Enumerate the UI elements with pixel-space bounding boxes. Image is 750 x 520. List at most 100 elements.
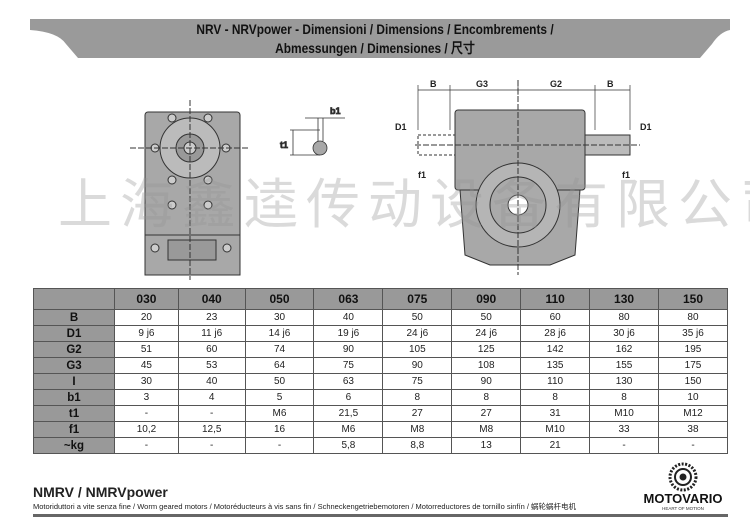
- table-cell: 30: [244, 309, 315, 326]
- table-cell: 45: [114, 357, 179, 374]
- table-cell: 60: [520, 309, 591, 326]
- table-cell: -: [177, 437, 246, 454]
- label-t1: t1: [280, 140, 288, 150]
- table-cell: 16: [244, 421, 315, 438]
- table-cell: 27: [451, 405, 522, 422]
- table-cell: 155: [589, 357, 659, 374]
- label-D1-right: D1: [640, 122, 652, 132]
- table-cell: 125: [451, 341, 522, 358]
- table-cell: 20: [114, 309, 179, 326]
- column-header: 040: [177, 288, 246, 310]
- label-G2: G2: [550, 79, 562, 89]
- row-label: G3: [33, 357, 115, 374]
- table-cell: 63: [313, 373, 384, 390]
- row-label: D1: [33, 325, 115, 342]
- column-header: 130: [589, 288, 659, 310]
- table-cell: 13: [451, 437, 522, 454]
- table-cell: 27: [382, 405, 453, 422]
- label-G3: G3: [476, 79, 488, 89]
- label-D1-left: D1: [395, 122, 407, 132]
- table-cell: 28 j6: [520, 325, 591, 342]
- table-cell: 50: [244, 373, 315, 390]
- table-cell: 142: [520, 341, 591, 358]
- table-cell: M6: [244, 405, 315, 422]
- table-cell: 75: [313, 357, 384, 374]
- table-cell: 195: [657, 341, 729, 358]
- corner-cell: [33, 288, 115, 310]
- table-cell: M8: [451, 421, 522, 438]
- column-header: 063: [313, 288, 384, 310]
- dimension-lines: [417, 85, 631, 130]
- table-cell: 80: [657, 309, 729, 326]
- table-cell: 35 j6: [657, 325, 729, 342]
- table-cell: 23: [177, 309, 246, 326]
- table-cell: 24 j6: [382, 325, 453, 342]
- row-label: ~kg: [33, 437, 115, 454]
- table-cell: 75: [382, 373, 453, 390]
- table-cell: 51: [114, 341, 179, 358]
- label-f1-left: f1: [418, 170, 426, 180]
- gear-logo-icon: [668, 462, 698, 492]
- table-cell: 9 j6: [114, 325, 179, 342]
- label-b1: b1: [330, 106, 341, 116]
- table-cell: M10: [520, 421, 591, 438]
- table-cell: 175: [657, 357, 729, 374]
- table-cell: 64: [244, 357, 315, 374]
- table-cell: M6: [313, 421, 384, 438]
- column-header: 030: [114, 288, 179, 310]
- table-cell: 80: [589, 309, 659, 326]
- table-cell: 40: [313, 309, 384, 326]
- motovario-logo: MOTOVARIO HEART OF MOTION: [638, 462, 728, 512]
- table-cell: 8: [451, 389, 522, 406]
- table-cell: 21,5: [313, 405, 384, 422]
- shaft-section-drawing: b1 t1: [280, 106, 345, 156]
- table-cell: 30: [114, 373, 179, 390]
- row-label: t1: [33, 405, 115, 422]
- table-cell: 90: [451, 373, 522, 390]
- row-label: f1: [33, 421, 115, 438]
- table-cell: 8: [589, 389, 659, 406]
- table-cell: 50: [382, 309, 453, 326]
- row-label: b1: [33, 389, 115, 406]
- table-cell: 150: [657, 373, 729, 390]
- dimension-drawings: b1 t1 B G3 G2 B D1 D1 f1 f1: [130, 79, 652, 280]
- table-cell: 38: [657, 421, 729, 438]
- label-B-left: B: [430, 79, 437, 89]
- row-label: I: [33, 373, 115, 390]
- table-cell: 10,2: [114, 421, 179, 438]
- column-header: 075: [382, 288, 453, 310]
- table-cell: 74: [244, 341, 315, 358]
- table-cell: 6: [313, 389, 384, 406]
- table-cell: 14 j6: [244, 325, 315, 342]
- table-cell: 3: [114, 389, 179, 406]
- table-cell: 8,8: [382, 437, 453, 454]
- table-cell: 90: [313, 341, 384, 358]
- table-cell: 24 j6: [451, 325, 522, 342]
- front-view-drawing: [130, 100, 250, 280]
- table-cell: 8: [520, 389, 591, 406]
- table-cell: 5: [244, 389, 315, 406]
- table-cell: 33: [589, 421, 659, 438]
- table-cell: M12: [657, 405, 729, 422]
- table-cell: 130: [589, 373, 659, 390]
- title-line-1: NRV - NRVpower - Dimensioni / Dimensions…: [196, 21, 554, 37]
- table-cell: -: [114, 437, 179, 454]
- table-cell: 60: [177, 341, 246, 358]
- table-cell: 50: [451, 309, 522, 326]
- table-cell: 110: [520, 373, 591, 390]
- table-cell: 8: [382, 389, 453, 406]
- table-cell: 31: [520, 405, 591, 422]
- table-cell: 30 j6: [589, 325, 659, 342]
- table-cell: 19 j6: [313, 325, 384, 342]
- footer-divider: [33, 514, 728, 517]
- table-cell: -: [177, 405, 246, 422]
- table-cell: 105: [382, 341, 453, 358]
- table-cell: 135: [520, 357, 591, 374]
- footer-subtitle: Motoriduttori a vite senza fine / Worm g…: [33, 502, 577, 511]
- table-cell: 5,8: [313, 437, 384, 454]
